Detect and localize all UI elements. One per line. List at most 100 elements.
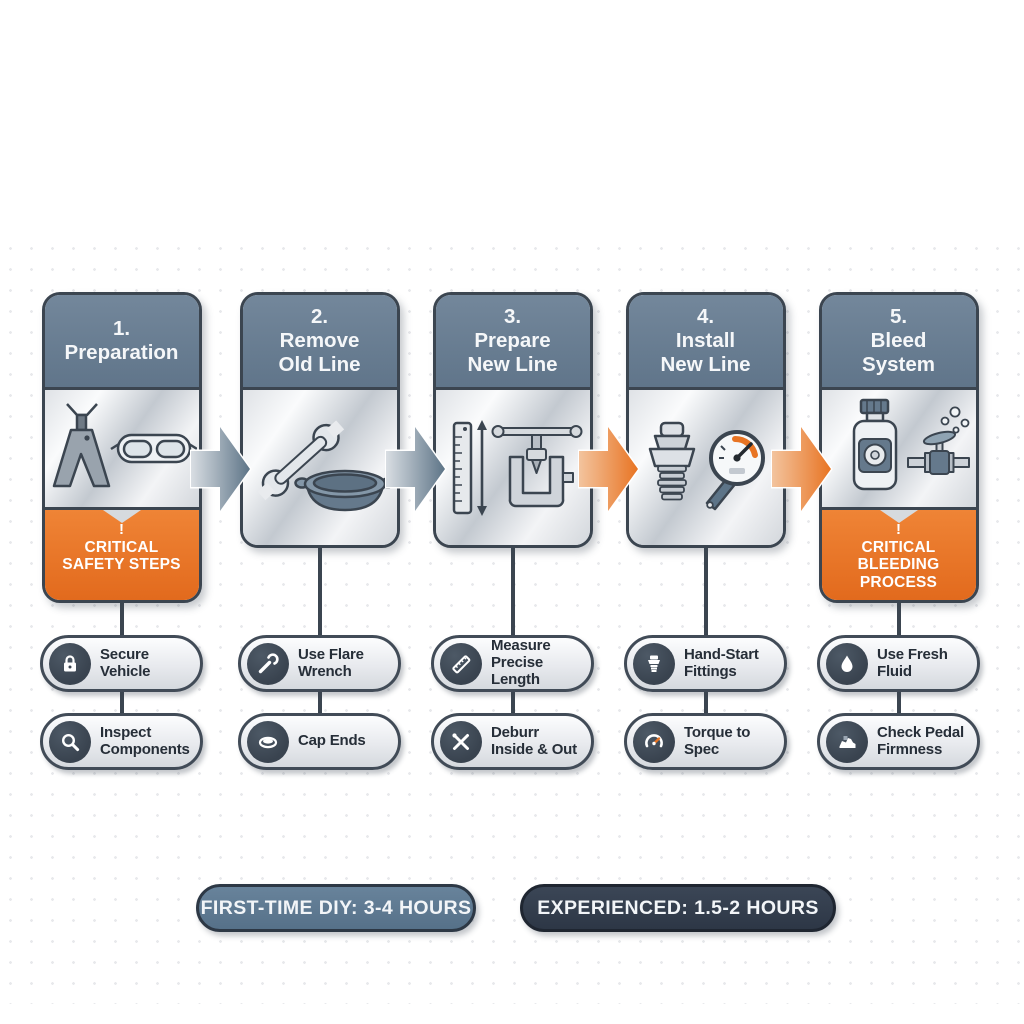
arrow-step4-to-step5 [771,425,833,513]
tip-label: Check Pedal Firmness [877,723,965,758]
fitting-small-icon [633,642,675,685]
banner-notch [879,510,918,523]
step-column-4: 4. Install New Line [624,292,787,770]
critical-banner-1: ! CRITICAL SAFETY STEPS [44,507,199,600]
tip-label: Torque to Spec [684,723,751,758]
connector-line [317,692,322,713]
step-column-5: 5. Bleed System [817,292,980,770]
tip-label: Inspect Components [100,723,190,758]
tip-label: Hand-Start Fittings [684,645,759,680]
step-column-1: 1. Preparation [40,292,203,770]
banner-notch [102,510,141,523]
step-title: Bleed System [862,328,935,377]
magnifier-icon [49,720,91,763]
first-time-duration-label: FIRST-TIME DIY: 3-4 HOURS [200,896,472,919]
fluid-bottle-and-bleeder-valve-icons [852,398,970,490]
wrench-icon [256,419,344,500]
tip-label: Measure Precise Length [491,637,551,688]
step-number: 5. [889,304,908,328]
step-number: 2. [310,304,329,328]
measure-arrow-icon [476,419,487,516]
step-4-icon-area [628,390,783,545]
step-3-header: 3. Prepare New Line [435,295,590,390]
step-1-icon-area [44,390,199,507]
step-title: Remove Old Line [278,328,361,377]
tip-pill: Deburr Inside & Out [431,713,594,770]
arrow-step3-to-step4 [578,425,640,513]
wrench-and-drain-pan-icons [256,419,395,511]
bleeder-valve-icon [906,405,970,475]
flaring-tool-icon [491,424,582,507]
torque-small-icon [633,720,675,763]
tip-pill: Use Flare Wrench [238,635,401,692]
step-card-4: 4. Install New Line [625,292,786,548]
tip-pill: Check Pedal Firmness [817,713,980,770]
step-column-2: 2. Remove Old Line [238,292,401,770]
pedal-icon [826,720,868,763]
step-card-2: 2. Remove Old Line [239,292,400,548]
alert-exclamation-icon: ! [896,521,901,538]
flare-wrench-icon [247,642,289,685]
critical-banner-5: ! CRITICAL BLEEDING PROCESS [821,507,976,600]
ruler-icon [452,421,472,514]
step-title: Prepare New Line [467,328,558,377]
experienced-duration-label: EXPERIENCED: 1.5-2 HOURS [537,896,819,919]
tip-pill: Torque to Spec [624,713,787,770]
step-number: 1. [112,316,131,340]
connector-line [119,692,124,713]
step-1-header: 1. Preparation [44,295,199,390]
step-title: Preparation [64,341,179,364]
first-time-duration-badge: FIRST-TIME DIY: 3-4 HOURS [196,884,476,932]
step-column-3: 3. Prepare New Line [431,292,594,770]
deburr-tools-icon [440,720,482,763]
step-5-header: 5. Bleed System [821,295,976,390]
step-2-header: 2. Remove Old Line [242,295,397,390]
tip-label: Use Fresh Fluid [877,645,948,680]
connector-line [510,548,515,635]
tip-pill: Secure Vehicle [40,635,203,692]
tip-pill: Measure Precise Length [431,635,594,692]
ruler-small-icon [440,642,482,685]
step-5-icon-area [821,390,976,507]
step-3-icon-area [435,390,590,545]
torque-gauge-icon [705,429,765,510]
tip-label: Cap Ends [298,732,366,750]
connector-line [896,603,901,635]
tip-label: Secure Vehicle [100,645,151,680]
connector-line [703,548,708,635]
drain-pan-icon [293,469,395,511]
ruler-and-flaring-tool-icons [452,419,582,516]
tip-label: Use Flare Wrench [298,645,364,680]
step-2-icon-area [242,390,397,545]
critical-banner-text: CRITICAL BLEEDING PROCESS [857,539,940,591]
tip-pill: Hand-Start Fittings [624,635,787,692]
safety-goggles-icon [109,433,197,463]
arrow-step1-to-step2 [190,425,252,513]
fluid-bottle-icon [852,398,897,490]
step-card-3: 3. Prepare New Line [432,292,593,548]
step-4-header: 4. Install New Line [628,295,783,390]
arrow-step2-to-step3 [385,425,447,513]
critical-banner-text: CRITICAL SAFETY STEPS [62,539,181,574]
connector-line [510,692,515,713]
step-card-1: 1. Preparation [41,292,202,603]
step-number: 4. [696,304,715,328]
connector-line [896,692,901,713]
step-card-5: 5. Bleed System [818,292,979,603]
alert-exclamation-icon: ! [119,521,124,538]
fitting-icon [648,421,695,500]
lock-icon [49,642,91,685]
cap-icon [247,720,289,763]
step-number: 3. [503,304,522,328]
jack-stand-icon [52,402,110,487]
connector-line [317,548,322,635]
tip-label: Deburr Inside & Out [491,723,577,758]
connector-line [119,603,124,635]
tip-pill: Cap Ends [238,713,401,770]
fitting-and-torque-gauge-icons [648,421,765,510]
connector-line [703,692,708,713]
tip-pill: Inspect Components [40,713,203,770]
tip-pill: Use Fresh Fluid [817,635,980,692]
jack-stand-and-goggles-icons [52,402,197,487]
